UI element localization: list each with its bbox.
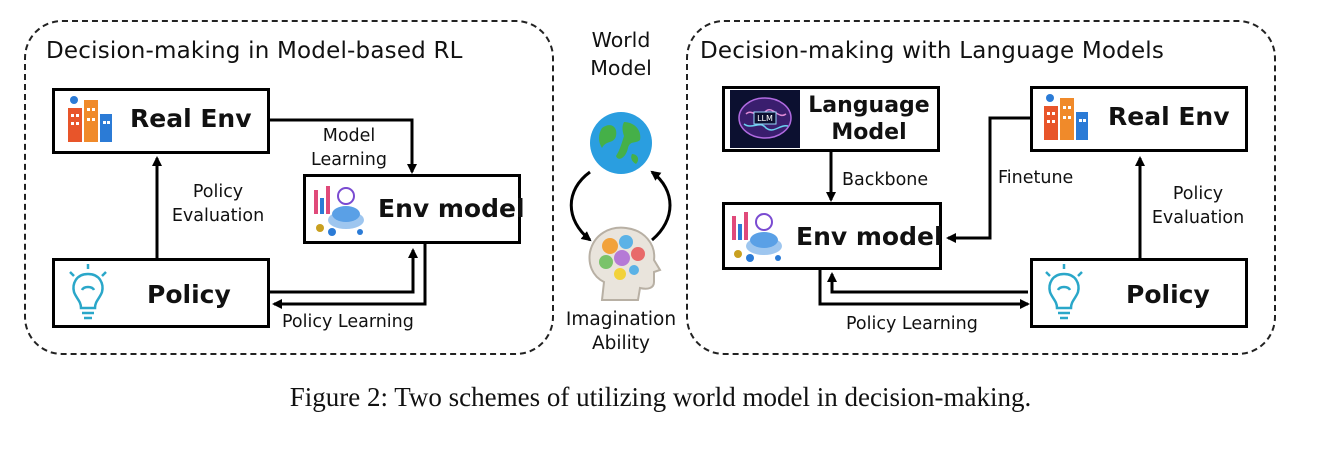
llm-brain-icon: LLM bbox=[730, 90, 800, 153]
model-learning-line-2: Learning bbox=[311, 150, 387, 170]
world-model-label: World Model bbox=[566, 26, 676, 82]
policy-label-left: Policy bbox=[147, 280, 231, 309]
model-learning-line-1: Model bbox=[322, 126, 376, 146]
left-panel bbox=[24, 20, 554, 355]
globe-icon bbox=[588, 110, 654, 181]
policy-learning-arrow-right bbox=[818, 268, 1030, 309]
policy-evaluation-left-line-1: Policy bbox=[192, 182, 244, 202]
policy-evaluation-right-line-1: Policy bbox=[1172, 184, 1224, 204]
env-model-label-right: Env model bbox=[796, 222, 943, 251]
model-icon bbox=[310, 180, 370, 243]
building-icon bbox=[62, 94, 116, 153]
building-icon-right bbox=[1038, 92, 1092, 151]
backbone-label: Backbone bbox=[842, 170, 929, 190]
right-panel-title: Decision-making with Language Models bbox=[700, 38, 1165, 64]
policy-learning-arrow-left bbox=[272, 244, 427, 309]
policy-evaluation-left-line-2: Evaluation bbox=[171, 206, 265, 226]
env-model-label-left: Env model bbox=[378, 194, 525, 223]
model-learning-arrow bbox=[270, 118, 417, 174]
real-env-label-left: Real Env bbox=[130, 104, 252, 133]
finetune-arrow bbox=[946, 116, 1030, 243]
llm-badge-text: LLM bbox=[757, 114, 773, 123]
world-model-line-1: World bbox=[591, 28, 651, 52]
model-icon-right bbox=[728, 206, 788, 269]
world-to-imagination-arrow-left bbox=[569, 170, 592, 242]
policy-label-right: Policy bbox=[1126, 280, 1210, 309]
lightbulb-icon bbox=[66, 262, 110, 329]
policy-evaluation-label-right: Policy Evaluation bbox=[1148, 182, 1248, 230]
imagination-ability-label: Imagination Ability bbox=[556, 308, 686, 356]
figure-caption: Figure 2: Two schemes of utilizing world… bbox=[289, 382, 1032, 412]
finetune-label: Finetune bbox=[998, 168, 1074, 188]
language-model-label: Language Model bbox=[800, 92, 938, 146]
brain-head-icon bbox=[582, 222, 664, 309]
policy-to-envmodel-arrow-right bbox=[827, 272, 1028, 294]
model-learning-label: Model Learning bbox=[304, 124, 394, 172]
lightbulb-icon-right bbox=[1042, 262, 1086, 329]
right-panel bbox=[686, 20, 1276, 355]
policy-learning-label-right: Policy Learning bbox=[846, 314, 978, 334]
policy-box-right bbox=[1030, 258, 1248, 328]
policy-evaluation-label-left: Policy Evaluation bbox=[168, 180, 268, 228]
policy-learning-label-left: Policy Learning bbox=[282, 312, 414, 332]
language-model-line-1: Language bbox=[808, 93, 930, 118]
imagination-line-2: Ability bbox=[591, 333, 651, 354]
policy-box-left bbox=[52, 258, 270, 328]
language-model-line-2: Model bbox=[831, 120, 907, 145]
policy-evaluation-right-line-2: Evaluation bbox=[1151, 208, 1245, 228]
real-env-label-right: Real Env bbox=[1108, 102, 1230, 131]
left-panel-title: Decision-making in Model-based RL bbox=[46, 38, 463, 64]
imagination-to-world-arrow-right bbox=[650, 170, 672, 242]
imagination-line-1: Imagination bbox=[565, 309, 677, 330]
world-model-line-2: Model bbox=[590, 56, 652, 80]
policy-to-envmodel-arrow-left bbox=[270, 248, 418, 294]
